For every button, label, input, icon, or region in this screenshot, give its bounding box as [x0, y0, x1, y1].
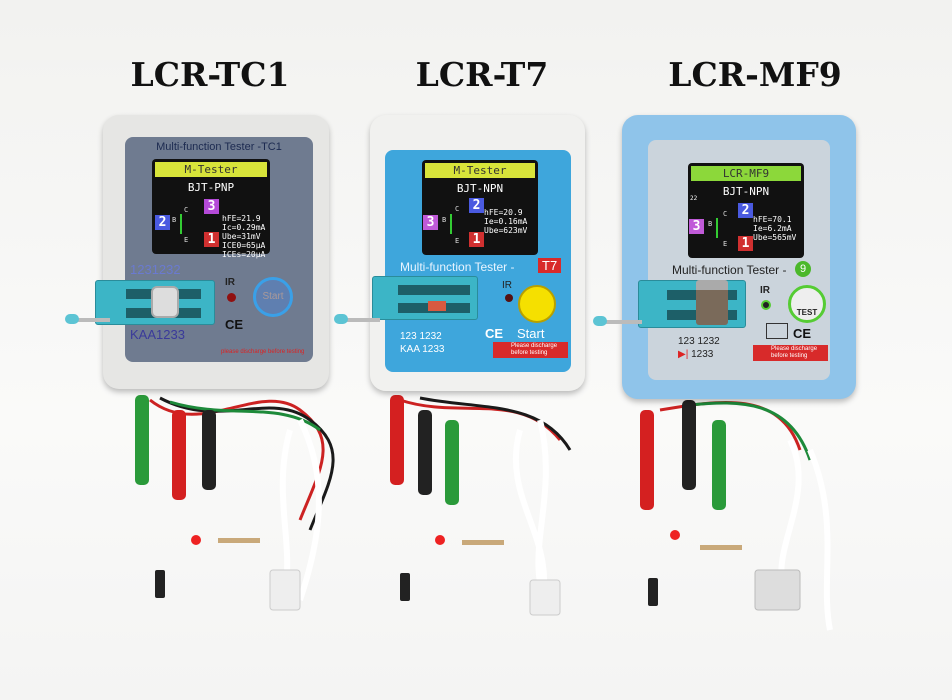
mf9-b-label: B: [708, 220, 713, 228]
tc1-pin-c: 3: [204, 199, 219, 214]
resistor: [428, 301, 446, 311]
t7-screen: M-Tester BJT-NPN 2 3 1 C B E hFE=20.9 Ie…: [422, 160, 538, 255]
tc1-panel: Multi-function Tester -TC1 M-Tester BJT-…: [125, 137, 313, 362]
capacitor-icon: [766, 323, 788, 339]
t7-panel: M-Tester BJT-NPN 2 3 1 C B E hFE=20.9 Ie…: [385, 150, 571, 372]
t7-c-label: C: [455, 205, 460, 213]
ir-sensor-icon: [761, 300, 771, 310]
tester-mf9: LCR-MF9 BJT-NPN 22 2 3 1 C B E hFE=70.1 …: [622, 115, 856, 399]
mf9-test-button[interactable]: TEST: [788, 285, 826, 323]
t7-start-label: Start: [517, 326, 545, 341]
mf9-panel: LCR-MF9 BJT-NPN 22 2 3 1 C B E hFE=70.1 …: [648, 140, 830, 380]
tc1-warning: please discharge before testing: [221, 349, 305, 355]
mf9-panel-label: Multi-function Tester -: [672, 263, 787, 277]
tc1-panel-label: Multi-function Tester -TC1: [156, 141, 282, 153]
t7-socket-lever[interactable]: [340, 318, 380, 322]
mf9-ir-label: IR: [760, 285, 770, 296]
title-lcr-mf9: LCR-MF9: [668, 55, 842, 94]
t7-warning: Please discharge before testing: [493, 342, 568, 358]
t7-model-badge: T7: [538, 258, 562, 273]
to220-transistor: [696, 280, 728, 325]
t7-screen-header: M-Tester: [425, 163, 535, 178]
tc1-ir-label: IR: [225, 277, 235, 288]
t7-pin-e: 1: [469, 232, 484, 247]
mf9-pin-b: 3: [689, 219, 704, 234]
mf9-c-label: C: [723, 210, 728, 218]
tester-t7: M-Tester BJT-NPN 2 3 1 C B E hFE=20.9 Ie…: [370, 115, 585, 391]
tc1-e-label: E: [184, 236, 189, 244]
transistor-symbol: [180, 214, 194, 234]
tc1-pin-e: 1: [204, 232, 219, 247]
tc1-b-label: B: [172, 216, 177, 224]
mf9-warning: Please discharge before testing: [753, 345, 828, 361]
t7-ce-mark: CE: [485, 326, 504, 341]
mf9-screen: LCR-MF9 BJT-NPN 22 2 3 1 C B E hFE=70.1 …: [688, 163, 804, 258]
mf9-lever-knob[interactable]: [593, 316, 607, 326]
test-clips: [135, 395, 726, 510]
t7-pin-b: 3: [423, 215, 438, 230]
title-lcr-tc1: LCR-TC1: [130, 55, 290, 94]
t7-b-label: B: [442, 216, 447, 224]
mf9-ce-mark: CE: [793, 326, 812, 341]
mf9-screen-header: LCR-MF9: [691, 166, 801, 181]
mf9-values: hFE=70.1 Ie=6.2mA Ube=565mV: [753, 215, 797, 242]
transistor-symbol: [450, 214, 464, 234]
mf9-device-type: BJT-NPN: [722, 185, 770, 198]
mf9-socket-lever[interactable]: [600, 320, 642, 324]
components: [155, 530, 801, 616]
transistor-symbol: [716, 218, 730, 238]
t7-start-button[interactable]: [518, 285, 556, 323]
mf9-zif-socket[interactable]: [638, 280, 746, 328]
t7-device-type: BJT-NPN: [456, 182, 504, 195]
ir-sensor-icon: [505, 294, 513, 302]
mf9-model-badge: 9: [795, 261, 811, 277]
ir-sensor-icon: [227, 293, 236, 302]
mf9-corner-number: 22: [690, 195, 698, 202]
tc1-screen: M-Tester BJT-PNP 3 2 1 C B E hFE=21.9 Ic…: [152, 159, 270, 259]
mf9-pin-codes: 123 1232▶| 1233: [678, 336, 720, 360]
tc1-values: hFE=21.9 Ic=0.29mA Ube=31mV ICE0=65µA IC…: [222, 214, 266, 259]
mf9-e-label: E: [723, 240, 728, 248]
t7-zif-socket[interactable]: [372, 276, 478, 320]
tc1-zif-socket[interactable]: [95, 280, 215, 325]
title-lcr-t7: LCR-T7: [415, 55, 549, 94]
tester-tc1: Multi-function Tester -TC1 M-Tester BJT-…: [103, 115, 329, 389]
tc1-socket-lever[interactable]: [70, 318, 110, 322]
tc1-c-label: C: [184, 206, 189, 214]
t7-panel-label: Multi-function Tester -: [400, 260, 515, 274]
mf9-pin-c: 2: [738, 203, 753, 218]
tc1-pin-b: 2: [155, 215, 170, 230]
diode-icon: ▶|: [678, 349, 689, 360]
green-wire: [169, 400, 321, 432]
tc1-device-type: BJT-PNP: [187, 181, 235, 194]
tc1-ce-mark: CE: [225, 317, 244, 332]
t7-lever-knob[interactable]: [334, 314, 348, 324]
tc1-start-button[interactable]: Start: [253, 277, 293, 317]
t7-ir-label: IR: [502, 280, 512, 291]
tc1-screen-header: M-Tester: [155, 162, 267, 177]
t7-pin-c: 2: [469, 198, 484, 213]
tc1-lever-knob[interactable]: [65, 314, 79, 324]
mf9-pin-e: 1: [738, 236, 753, 251]
tc1-pin-code-top: 1231232: [130, 262, 181, 277]
t7-e-label: E: [455, 237, 460, 245]
t7-values: hFE=20.9 Ie=0.16mA Ube=623mV: [484, 208, 528, 235]
to39-transistor: [151, 286, 179, 318]
tc1-pin-code-bottom: KAA1233: [130, 327, 185, 342]
